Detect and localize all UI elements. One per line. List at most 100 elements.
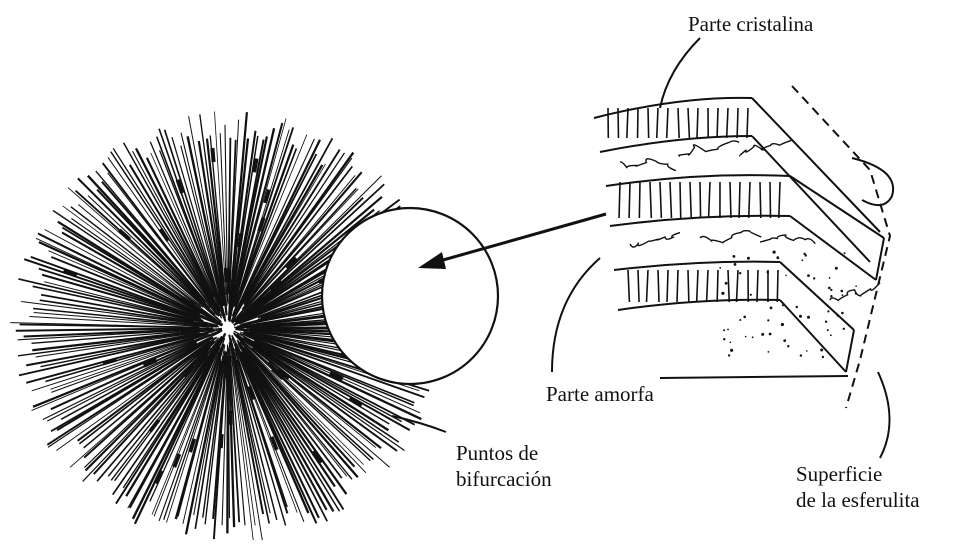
amorphous-chain (830, 283, 880, 301)
label-superficie-line1: Superficie (796, 461, 920, 487)
fibril (227, 356, 228, 534)
stipple-dot (769, 333, 772, 336)
leader-amorfa-right (660, 376, 848, 378)
stipple-dot (801, 259, 803, 261)
lamella-stripe (757, 270, 758, 302)
lamella-stripe (688, 270, 689, 302)
stipple-dots (719, 251, 857, 359)
fibril-blotch (254, 159, 256, 173)
lamella-stripe (667, 108, 668, 138)
amorphous-chain (760, 235, 815, 244)
lamella-stripe (670, 182, 671, 218)
stipple-dot (813, 277, 815, 279)
stipple-dot (727, 329, 729, 331)
lamella-stripe (700, 182, 701, 218)
lamella-stripe (737, 270, 738, 302)
stipple-dot (827, 329, 829, 331)
stipple-dot (820, 349, 823, 352)
fibril-blotch (225, 364, 226, 378)
fibril-blotch (103, 360, 117, 364)
lamella-stripe (627, 108, 628, 138)
lamella-stripe (667, 270, 668, 302)
leader-superficie (878, 372, 890, 458)
stipple-dot (719, 267, 721, 269)
stipple-dot (730, 349, 733, 352)
stipple-dot (805, 254, 807, 256)
amorphous-chain (740, 140, 792, 156)
stipple-dot (800, 354, 802, 356)
stipple-dot (773, 251, 776, 254)
lamella-stripe (619, 182, 620, 218)
stipple-dot (799, 315, 802, 318)
leader-cristalina (660, 38, 700, 108)
lamella-stripe (678, 108, 679, 138)
lamella-stripe (737, 108, 738, 138)
amorphous-chain (630, 233, 680, 247)
stipple-dot (770, 307, 773, 310)
stipple-dot (841, 312, 844, 315)
stipple-dot (723, 329, 725, 331)
stipple-dot (807, 274, 810, 277)
label-parte-cristalina: Parte cristalina (688, 11, 813, 37)
stipple-dot (728, 354, 730, 356)
lamella-stripe (777, 270, 778, 302)
lamella-stripe (709, 182, 710, 218)
stipple-dot (734, 263, 737, 266)
fibril-blotch (226, 268, 227, 282)
magnifier-circle (322, 208, 498, 384)
stipple-dot (829, 277, 831, 279)
lamella-stripe (760, 182, 761, 218)
lamella-stripe (717, 108, 718, 138)
stipple-dot (787, 345, 789, 347)
lamella-stripe (680, 182, 681, 218)
stipple-dot (739, 272, 741, 274)
stipple-dot (855, 293, 857, 295)
amorphous-chain (679, 141, 739, 156)
lamella-stripe (747, 108, 748, 138)
fibril-blotch (239, 233, 241, 247)
stipple-dot (721, 292, 724, 295)
lamella-stripe (629, 182, 630, 218)
stipple-dot (830, 295, 832, 297)
fibril-blotch (212, 148, 213, 162)
stipple-dot (835, 267, 838, 270)
lamella-stripe (628, 270, 629, 302)
leader-amorfa-up (552, 258, 600, 372)
stipple-dot (796, 306, 798, 308)
stipple-dot (843, 328, 845, 330)
lamella-stripe (728, 270, 729, 302)
lamellar-structure (594, 86, 893, 408)
stipple-dot (844, 252, 846, 254)
stipple-dot (830, 334, 832, 336)
stipple-dot (781, 323, 784, 326)
lamella-stripe (658, 270, 659, 302)
stipple-dot (785, 275, 787, 277)
lamella-stripe (717, 270, 718, 302)
stipple-dot (730, 342, 732, 344)
label-superficie-esferulita: Superficie de la esferulita (796, 461, 920, 513)
stipple-dot (828, 287, 831, 290)
label-superficie-line2: de la esferulita (796, 487, 920, 513)
label-puntos-line1: Puntos de (456, 440, 552, 466)
label-parte-amorfa: Parte amorfa (546, 381, 654, 407)
stipple-dot (743, 316, 746, 319)
stipple-dot (745, 336, 747, 338)
stipple-dot (739, 319, 741, 321)
lamella-stripe (657, 108, 658, 138)
lamella-stripe (730, 182, 731, 218)
fibril-blotch (64, 271, 77, 276)
lamella-stripe (688, 108, 689, 138)
stipple-dot (768, 351, 770, 353)
lamella-stripe (690, 182, 691, 218)
stipple-dot (855, 285, 857, 287)
lamella-stripe (727, 108, 728, 138)
lamella-stripe (697, 270, 698, 302)
lamella-stripe (650, 182, 651, 218)
label-puntos-bifurcacion: Puntos de bifurcación (456, 440, 552, 492)
lamella-stripe (639, 182, 640, 218)
lamella-stripe (648, 108, 649, 138)
stipple-dot (842, 294, 844, 296)
fibril-blotch (277, 330, 291, 331)
amorphous-chain (620, 159, 676, 171)
stipple-dot (827, 310, 829, 312)
